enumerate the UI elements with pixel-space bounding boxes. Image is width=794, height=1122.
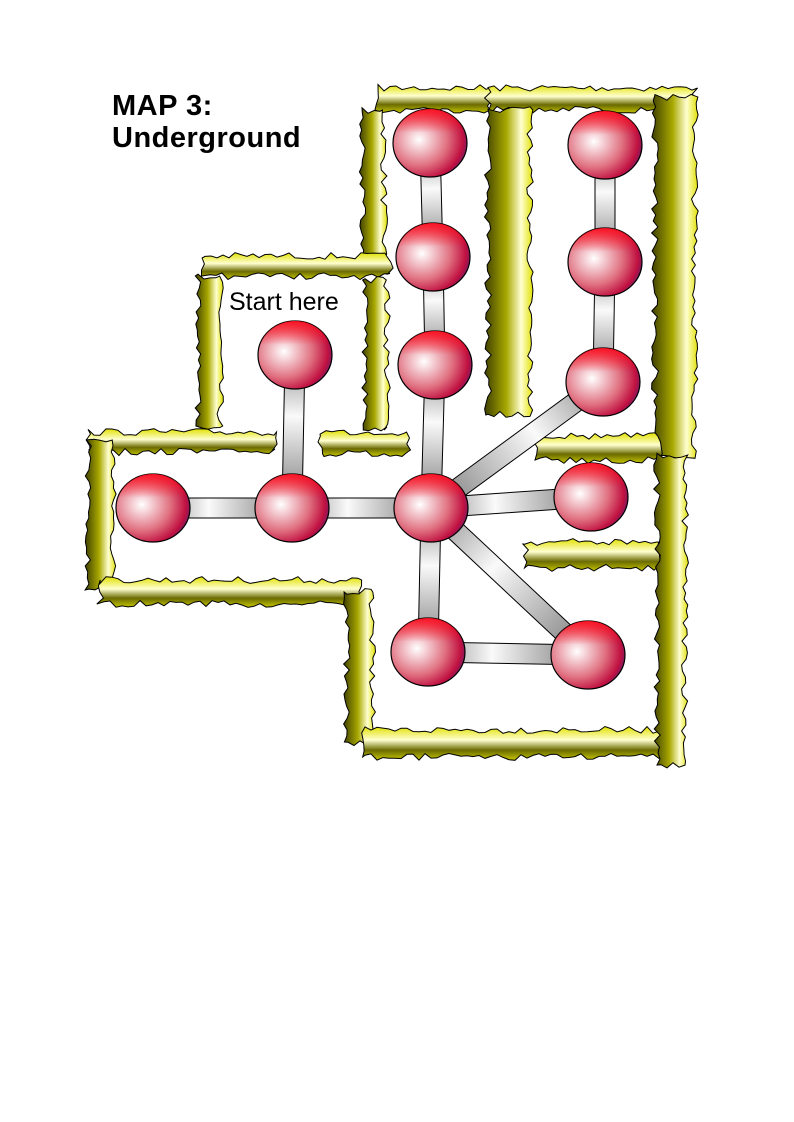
room-highlight: [116, 474, 190, 542]
cave-wall: [84, 438, 117, 591]
room-highlight: [391, 618, 465, 686]
cave-wall: [521, 538, 663, 572]
cave-wall: [361, 275, 391, 432]
room-highlight: [551, 621, 625, 689]
room-node: [567, 227, 643, 297]
cave-wall: [652, 452, 690, 769]
room-highlight: [568, 228, 642, 296]
start-label: Start here: [229, 288, 339, 316]
room-highlight: [394, 474, 468, 542]
room-node: [550, 620, 626, 690]
cave-wall: [201, 252, 394, 281]
cave-wall: [533, 432, 663, 465]
cave-wall: [194, 273, 224, 430]
map-title: MAP 3: Underground: [112, 90, 301, 154]
cave-wall: [358, 106, 388, 266]
cave-wall: [361, 725, 669, 761]
room-highlight: [258, 321, 332, 389]
room-node: [565, 347, 641, 417]
cave-wall: [317, 429, 412, 458]
room-node: [115, 473, 191, 543]
room-node: [392, 108, 468, 178]
cave-wall: [483, 106, 534, 418]
cave-wall: [85, 428, 278, 457]
room-highlight: [393, 109, 467, 177]
room-highlight: [566, 348, 640, 416]
room-node: [567, 110, 643, 180]
room-highlight: [568, 111, 642, 179]
room-highlight: [554, 463, 628, 531]
room-node: [553, 462, 629, 532]
room-node: [393, 473, 469, 543]
room-highlight: [398, 331, 472, 399]
map-title-line1: MAP 3:: [112, 90, 213, 122]
room-node: [390, 617, 466, 687]
cave-wall: [650, 93, 699, 459]
room-highlight: [396, 223, 470, 291]
start-room-node: [257, 320, 333, 390]
room-node: [254, 473, 330, 543]
room-node: [395, 222, 471, 292]
room-node: [397, 330, 473, 400]
map-title-line2: Underground: [112, 122, 302, 154]
cave-wall: [96, 576, 365, 608]
cave-wall: [342, 588, 377, 747]
room-highlight: [255, 474, 329, 542]
